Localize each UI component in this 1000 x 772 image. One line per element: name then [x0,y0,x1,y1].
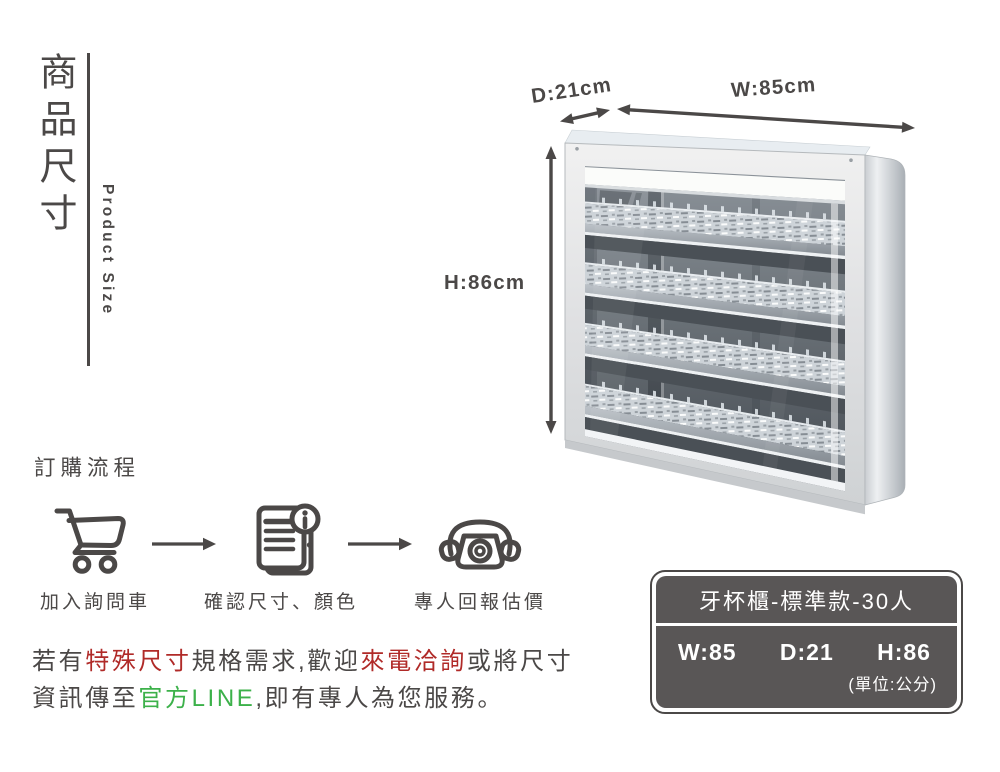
width-arrow [617,104,915,133]
title-divider-line [87,53,90,366]
page-title-en: Product Size [99,184,116,317]
note-text-official-line: 官方LINE [138,684,256,712]
note-text: 若有 [32,648,86,675]
spec-width-value: W:85 [678,639,737,665]
note-text-call-us: 來電洽詢 [360,648,467,675]
spec-height-value: H:86 [877,639,931,665]
step-label-quote-reply: 專人回報估價 [413,592,547,613]
special-size-note: 若有特殊尺寸規格需求,歡迎來電洽詢或將尺寸 資訊傳至官方LINE,即有專人為您服… [32,644,573,717]
spec-box-product-title: 牙杯櫃-標準款-30人 [656,576,957,626]
note-line-2: 資訊傳至官方LINE,即有專人為您服務。 [32,681,573,718]
shopping-cart-icon [54,508,126,574]
spec-box-inner: 牙杯櫃-標準款-30人 W:85 D:21 H:86 (單位:公分) [656,576,957,708]
note-text: 資訊傳至 [32,684,139,712]
note-text: 或將尺寸 [466,648,574,675]
spec-box-unit-label: (單位:公分) [848,676,937,694]
spec-box: 牙杯櫃-標準款-30人 W:85 D:21 H:86 (單位:公分) [650,570,963,714]
note-text-special-size: 特殊尺寸 [85,648,192,675]
note-text: 規格需求,歡迎 [191,648,361,675]
depth-arrow [560,107,610,124]
height-arrow [545,146,557,434]
step-label-confirm-size-color: 確認尺寸、顏色 [203,592,359,613]
step-arrow-1-icon [152,537,216,551]
page-title-zh: 商品尺寸 [33,52,75,240]
order-process-heading: 訂購流程 [34,456,141,480]
step-arrow-2-icon [348,537,412,551]
height-dimension-label: H:86cm [444,271,526,294]
step-label-add-to-inquiry-cart: 加入詢問車 [39,592,151,613]
note-text: ,即有專人為您服務。 [255,684,505,712]
spec-depth-value: D:21 [779,639,834,665]
phone-icon [438,519,522,570]
cabinet-drawing [564,129,906,515]
spec-box-dimensions-row: W:85 D:21 H:86 [656,626,957,666]
document-info-icon [256,503,321,576]
note-line-1: 若有特殊尺寸規格需求,歡迎來電洽詢或將尺寸 [32,644,573,681]
